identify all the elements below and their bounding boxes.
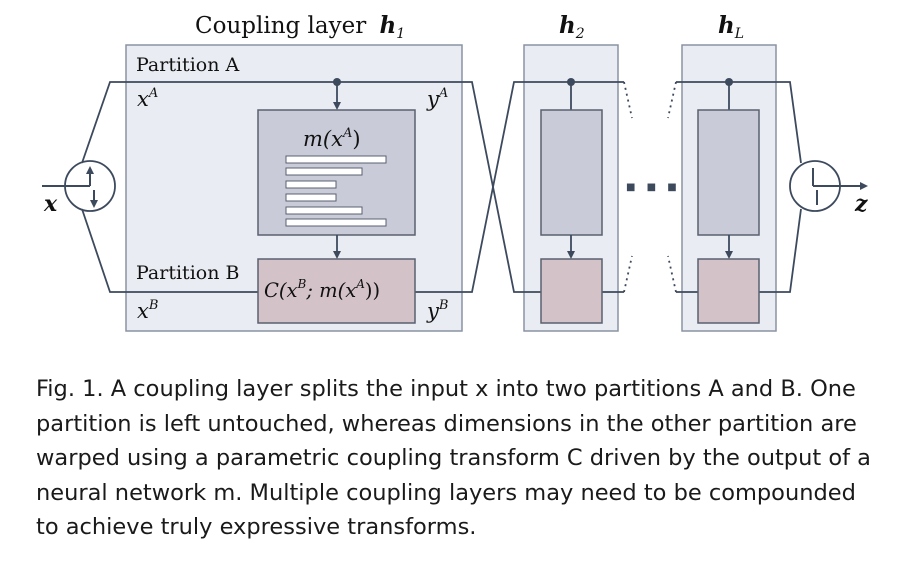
input-routing bbox=[81, 81, 462, 293]
layerL-title: hL bbox=[718, 12, 744, 42]
network-layer-bars bbox=[285, 155, 387, 227]
neural-network-box-hL bbox=[697, 109, 760, 236]
caption-line-2: partition is left untouched, whereas dim… bbox=[36, 410, 857, 437]
layer1-title: Coupling layer h1 bbox=[195, 12, 405, 42]
layer-ellipsis: ■ ■ ■ bbox=[626, 182, 681, 193]
partition-b-label: Partition B bbox=[136, 262, 239, 284]
coupling-transform-box-hL bbox=[697, 258, 760, 324]
y-a-label: yA bbox=[426, 86, 448, 111]
merge-icon bbox=[789, 160, 868, 212]
output-z-label: z bbox=[854, 191, 868, 217]
layer2-title: h2 bbox=[559, 12, 585, 42]
caption-line-1: Fig. 1. A coupling layer splits the inpu… bbox=[36, 376, 856, 402]
coupling-layer-diagram: ■ ■ ■ Coupling layer h1 h2 hL Partition … bbox=[42, 12, 868, 332]
input-x-label: x bbox=[43, 191, 58, 217]
caption-line-3: warped using a parametric coupling trans… bbox=[36, 445, 871, 471]
coupling-label: C(xB; m(xA)) bbox=[264, 277, 380, 302]
coupling-transform-box bbox=[257, 258, 416, 324]
split-icon bbox=[42, 160, 116, 212]
x-a-label: xA bbox=[137, 86, 158, 111]
coupling-transform-box-h2 bbox=[540, 258, 603, 324]
figure-caption: Fig. 1. A coupling layer splits the inpu… bbox=[36, 372, 886, 545]
caption-line-4: neural network m. Multiple coupling laye… bbox=[36, 479, 856, 506]
x-b-label: xB bbox=[137, 298, 158, 323]
neural-network-box-h2 bbox=[540, 109, 603, 236]
y-b-label: yB bbox=[426, 298, 448, 323]
continuation-dots bbox=[623, 81, 677, 293]
caption-line-5: to achieve truly expressive transforms. bbox=[36, 514, 477, 540]
network-label: m(xA) bbox=[303, 126, 361, 151]
partition-a-label: Partition A bbox=[136, 54, 239, 76]
